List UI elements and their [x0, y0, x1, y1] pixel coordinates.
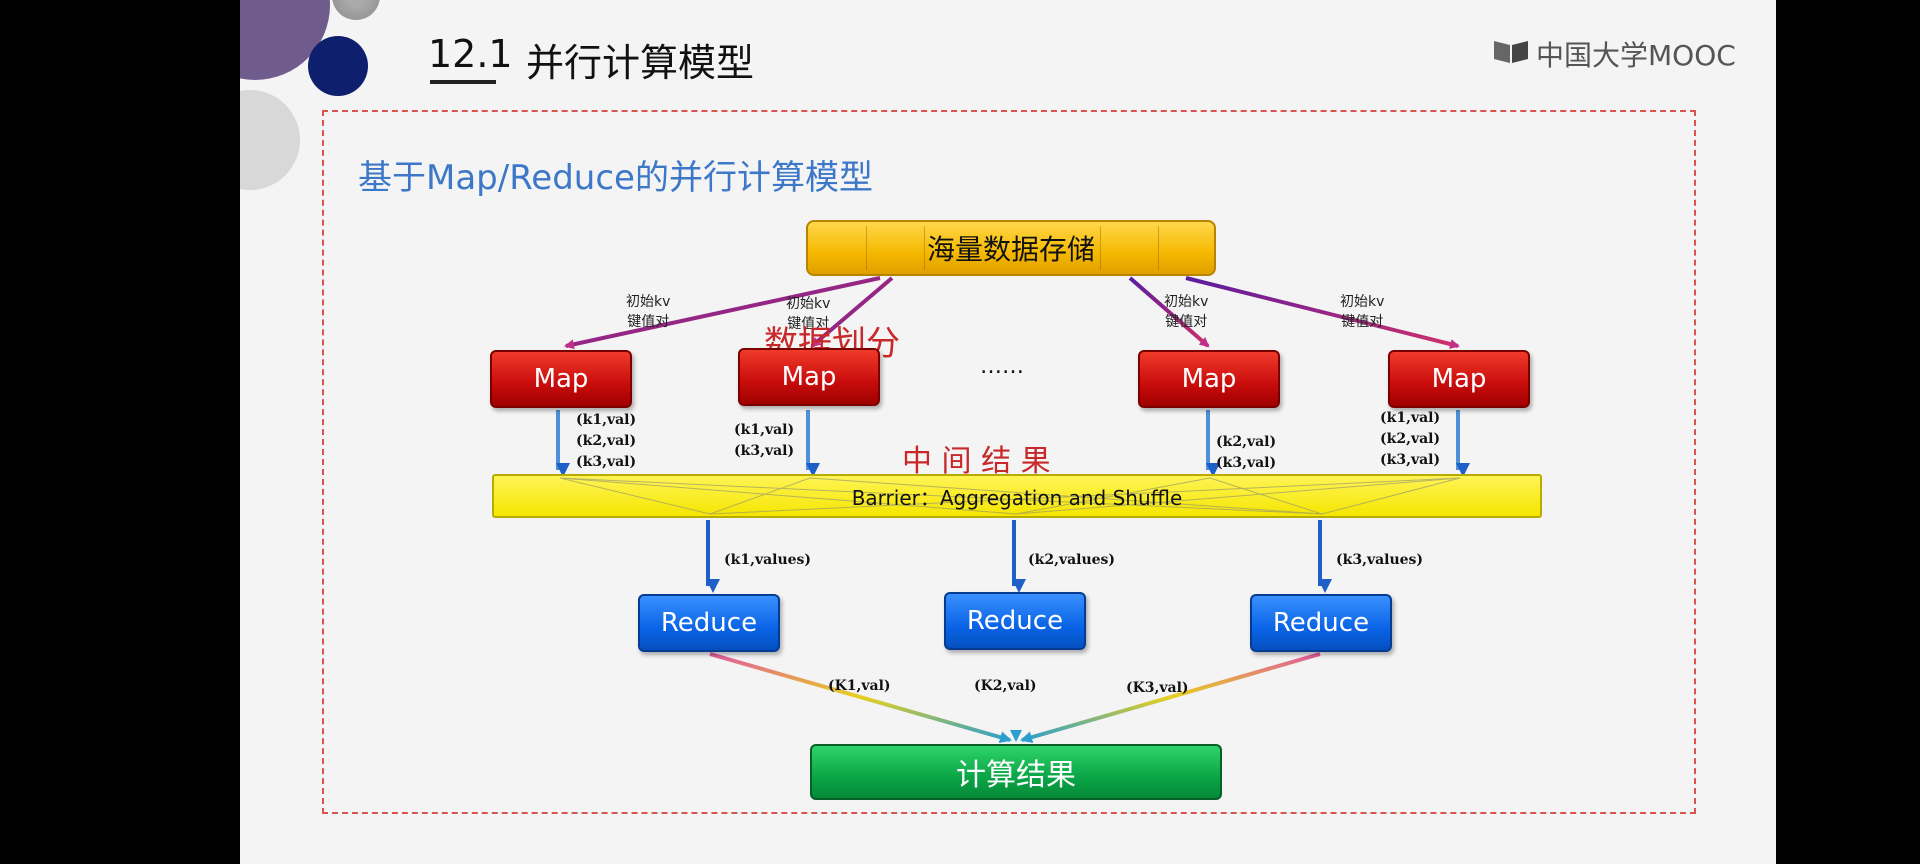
map-pairs-3: (k2,val) (k3,val) — [1216, 434, 1277, 471]
book-icon — [1492, 37, 1530, 72]
reduce-output-2: (K2,val) — [974, 678, 1037, 694]
initial-kv-label-1: 初始kv 键值对 — [626, 294, 671, 330]
map-label: Map — [533, 364, 589, 394]
slide: 12.1 并行计算模型 中国大学MOOC 基于Map/Reduce的并行计算模型 — [240, 0, 1776, 864]
decor-circle-grey — [240, 90, 300, 190]
logo-text: 中国大学MOOC — [1536, 39, 1736, 72]
section-number: 12.1 — [428, 32, 513, 76]
map-box-2: Map — [738, 348, 880, 406]
storage-box: 海量数据存储 — [806, 220, 1216, 276]
map-box-1: Map — [490, 350, 632, 408]
initial-kv-label-3: 初始kv 键值对 — [1164, 294, 1209, 330]
reduce-label: Reduce — [660, 608, 758, 638]
reduce-box-1: Reduce — [638, 594, 780, 652]
decor-circle-navy — [308, 36, 368, 96]
mooc-logo: 中国大学MOOC — [1492, 34, 1736, 74]
intermediate-label: 中 间 结 果 — [902, 444, 1051, 479]
barrier-box: Barrier：Aggregation and Shuffle — [492, 474, 1542, 518]
reduce-output-3: (K3,val) — [1126, 680, 1189, 696]
slide-subtitle: 基于Map/Reduce的并行计算模型 — [358, 158, 873, 198]
diagram-frame — [322, 110, 1696, 814]
reduce-input-3: (k3,values) — [1336, 552, 1424, 568]
reduce-label: Reduce — [966, 606, 1064, 636]
reduce-label: Reduce — [1272, 608, 1370, 638]
section-title: 并行计算模型 — [526, 41, 755, 85]
reduce-box-2: Reduce — [944, 592, 1086, 650]
map-label: Map — [1431, 364, 1487, 394]
heading-underline — [430, 80, 496, 84]
reduce-output-1: (K1,val) — [828, 678, 891, 694]
map-pairs-4: (k1,val) (k2,val) (k3,val) — [1380, 410, 1441, 468]
map-pairs-2: (k1,val) (k3,val) — [734, 422, 795, 459]
barrier-label: Barrier：Aggregation and Shuffle — [851, 485, 1183, 510]
decor-circle-dotted — [332, 0, 380, 20]
result-label: 计算结果 — [956, 758, 1076, 793]
map-label: Map — [781, 362, 837, 392]
reduce-input-1: (k1,values) — [724, 552, 812, 568]
ellipsis: …… — [980, 354, 1024, 379]
map-box-4: Map — [1388, 350, 1530, 408]
result-box: 计算结果 — [810, 744, 1222, 800]
initial-kv-label-4: 初始kv 键值对 — [1340, 294, 1385, 330]
map-pairs-1: (k1,val) (k2,val) (k3,val) — [576, 412, 637, 470]
initial-kv-label-2: 初始kv 键值对 — [786, 296, 831, 332]
reduce-input-2: (k2,values) — [1028, 552, 1116, 568]
map-box-3: Map — [1138, 350, 1280, 408]
map-label: Map — [1181, 364, 1237, 394]
storage-label: 海量数据存储 — [926, 233, 1095, 266]
shuffle-lines — [559, 477, 1461, 515]
reduce-box-3: Reduce — [1250, 594, 1392, 652]
